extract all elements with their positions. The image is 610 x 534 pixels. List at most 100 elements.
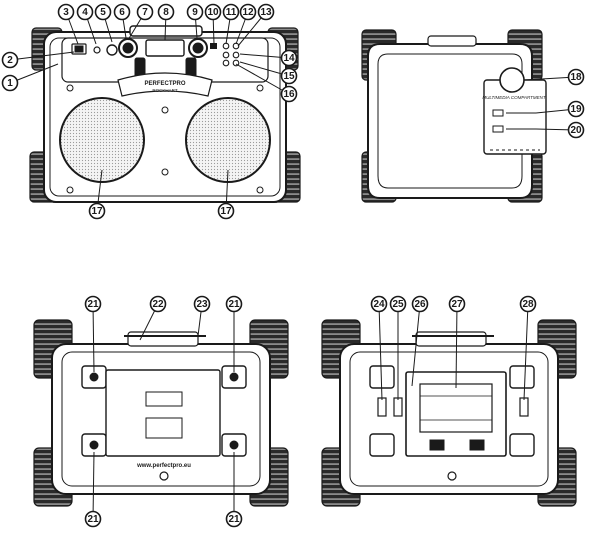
callout-bubble — [448, 295, 466, 313]
callout-bubble — [567, 100, 585, 118]
callout-19: 19 — [535, 100, 585, 118]
callout-number: 22 — [152, 299, 164, 310]
callout-bubble — [567, 68, 585, 86]
speaker-right — [185, 97, 271, 183]
callout-number: 10 — [207, 7, 219, 18]
callout-number: 9 — [192, 7, 198, 18]
callout-leader-line — [378, 303, 383, 401]
callout-number: 5 — [100, 7, 106, 18]
callout-leader-line — [9, 51, 75, 61]
callout-number: 17 — [91, 206, 103, 217]
callout-number: 27 — [451, 299, 463, 310]
callout-25: 25 — [389, 295, 407, 400]
callout-bubble — [186, 3, 204, 21]
callout-16: 16 — [235, 63, 298, 103]
callout-bubble — [567, 121, 585, 139]
callout-13: 13 — [237, 3, 275, 47]
callout-bubble — [225, 510, 243, 528]
callout-5: 5 — [94, 3, 113, 43]
battery-cover — [105, 369, 221, 457]
callout-bubble — [389, 295, 407, 313]
callout-number: 23 — [196, 299, 208, 310]
callout-number: 21 — [87, 514, 99, 525]
callout-1: 1 — [1, 63, 59, 92]
callout-bubble — [519, 295, 537, 313]
callout-bubble — [1, 74, 19, 92]
compartment-label: MULTIMEDIA COMPARTMENT — [482, 95, 547, 100]
callout-bubble — [225, 295, 243, 313]
callout-bubble — [84, 510, 102, 528]
callout-number: 11 — [226, 7, 237, 18]
display — [145, 39, 185, 57]
callout-20: 20 — [535, 121, 585, 139]
callout-number: 4 — [82, 7, 88, 18]
led-indicator — [93, 46, 101, 54]
callout-bubble — [84, 295, 102, 313]
callout-number: 12 — [242, 7, 254, 18]
front-model-text: ROCKHART — [152, 88, 177, 93]
callout-21: 21 — [225, 452, 243, 528]
callout-number: 21 — [228, 514, 240, 525]
callout-14: 14 — [239, 49, 298, 67]
callout-bubble — [88, 202, 106, 220]
callout-4: 4 — [76, 3, 97, 45]
callout-2: 2 — [1, 51, 75, 69]
callout-bubble — [411, 295, 429, 313]
callout-leader-line — [239, 61, 290, 77]
callout-bubble — [136, 3, 154, 21]
callout-number: 17 — [220, 206, 232, 217]
bottom-open-view — [321, 319, 577, 507]
callout-number: 15 — [283, 71, 295, 82]
callout-bubble — [1, 51, 19, 69]
callout-leader-line — [92, 303, 95, 373]
callout-bubble — [76, 3, 94, 21]
callout-number: 14 — [283, 53, 295, 64]
callout-bubble — [193, 295, 211, 313]
callout-number: 2 — [7, 55, 13, 66]
callout-8: 8 — [157, 3, 175, 41]
callout-bubble — [222, 3, 240, 21]
logo-plate — [117, 72, 213, 97]
callout-28: 28 — [519, 295, 537, 401]
callout-number: 20 — [570, 125, 582, 136]
compartment-knob — [499, 67, 525, 93]
callout-21: 21 — [84, 451, 102, 528]
callout-leader-line — [411, 303, 421, 387]
callout-number: 26 — [414, 299, 426, 310]
callout-bubble — [239, 3, 257, 21]
callout-bubble — [257, 3, 275, 21]
callout-9: 9 — [186, 3, 204, 39]
callout-leader-line — [523, 76, 577, 81]
callout-18: 18 — [523, 68, 585, 86]
callout-number: 6 — [119, 7, 125, 18]
callout-21: 21 — [225, 295, 243, 372]
bottom-view — [33, 319, 289, 507]
callout-21: 21 — [84, 295, 102, 373]
callout-number: 18 — [570, 72, 582, 83]
website-text: www.perfectpro.eu — [136, 463, 191, 469]
callout-bubble — [113, 3, 131, 21]
callout-10: 10 — [204, 3, 222, 45]
callout-24: 24 — [370, 295, 388, 401]
callout-leader-line — [455, 303, 458, 389]
callout-3: 3 — [57, 3, 79, 45]
callout-bubble — [280, 67, 298, 85]
callout-23: 23 — [193, 295, 211, 337]
callout-leader-line — [235, 63, 290, 95]
callout-number: 24 — [373, 299, 385, 310]
front-view — [29, 25, 301, 203]
callout-number: 19 — [570, 104, 582, 115]
callout-17: 17 — [217, 169, 235, 220]
callout-26: 26 — [411, 295, 429, 387]
callout-bubble — [204, 3, 222, 21]
callout-27: 27 — [448, 295, 466, 389]
callout-bubble — [280, 49, 298, 67]
front-handle — [129, 25, 203, 37]
callout-leader-line — [92, 451, 95, 520]
callout-bubble — [157, 3, 175, 21]
callout-bubble — [370, 295, 388, 313]
callout-number: 7 — [142, 7, 148, 18]
